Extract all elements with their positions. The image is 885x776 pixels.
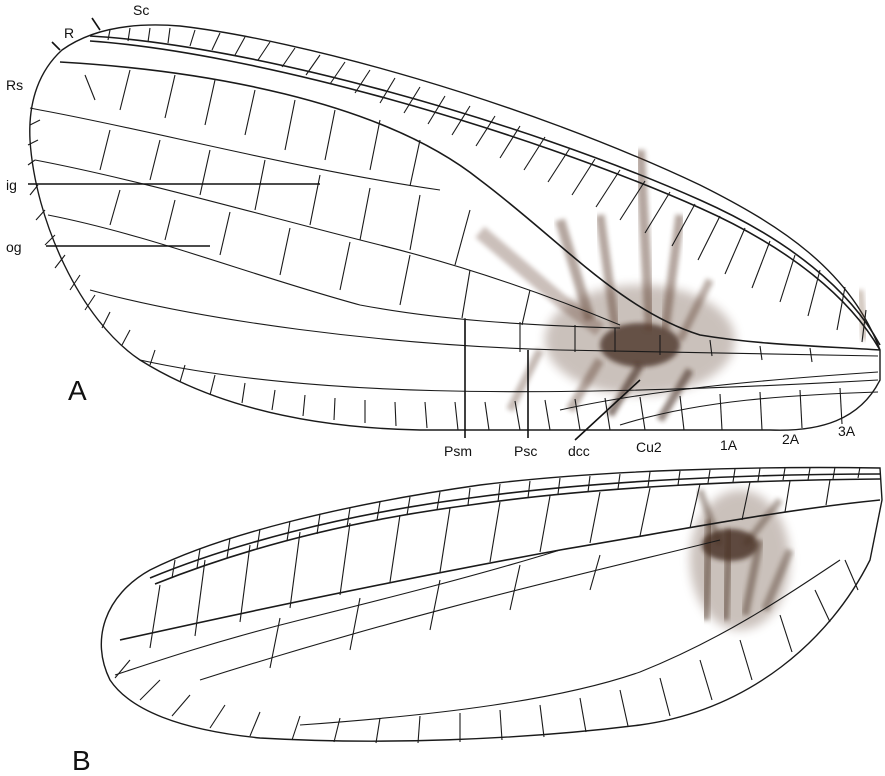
label-2a: 2A [782,431,800,447]
sc-tick [92,18,100,30]
label-sc: Sc [133,2,149,18]
label-r: R [64,25,74,41]
label-3a: 3A [838,423,856,439]
hindwing-b: B [72,467,882,776]
label-1a: 1A [720,437,738,453]
forewing-a: Sc R Rs ig og Psm Psc dcc Cu2 1A 2A 3A A [6,2,880,459]
label-ig: ig [6,177,17,193]
panel-label-a: A [68,375,87,406]
label-psc: Psc [514,443,537,459]
label-psm: Psm [444,443,472,459]
forewing-outline [30,25,880,430]
label-og: og [6,239,22,255]
r-tick [52,42,60,50]
label-cu2: Cu2 [636,439,662,455]
hindwing-dark-marking [690,490,790,630]
panel-label-b: B [72,745,91,776]
label-rs: Rs [6,77,23,93]
label-dcc: dcc [568,443,590,459]
